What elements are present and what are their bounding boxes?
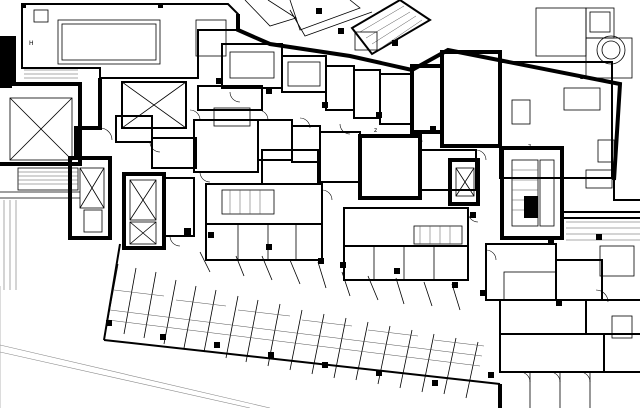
door-swings	[99, 91, 609, 383]
ne-building	[535, 7, 633, 79]
site-lines	[0, 200, 271, 408]
top-ramps	[244, 0, 432, 56]
center-mark: z	[374, 127, 377, 134]
west-rooms: z	[115, 81, 477, 200]
left-stair-tower	[0, 36, 82, 199]
ne-mark-a: z	[580, 74, 583, 81]
structural-columns	[106, 8, 602, 386]
exterior-walls	[74, 14, 640, 408]
pool-volume: H	[21, 3, 239, 79]
h-mark: H	[29, 40, 34, 47]
workstations	[105, 263, 485, 399]
north-rooms: z z	[221, 43, 615, 189]
east-wing	[485, 243, 640, 408]
cores	[68, 146, 564, 250]
meeting-clusters	[163, 177, 469, 311]
